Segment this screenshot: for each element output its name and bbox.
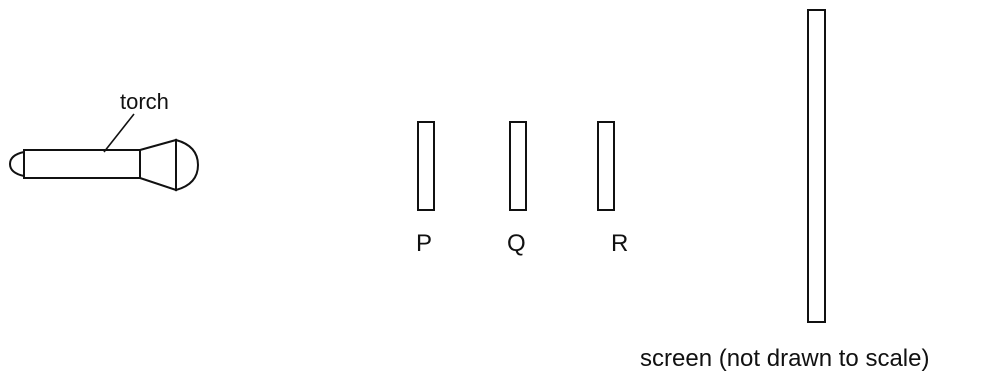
screen [807, 9, 826, 323]
card-r-label: R [611, 230, 628, 257]
torch [8, 113, 200, 192]
screen-label: screen (not drawn to scale) [640, 345, 929, 372]
card-r [597, 121, 615, 211]
torch-rear-cap [8, 150, 25, 178]
torch-head [139, 138, 177, 192]
torch-label-leader [103, 113, 135, 153]
card-p-label: P [416, 230, 432, 257]
torch-lens [175, 138, 200, 192]
card-p [417, 121, 435, 211]
torch-barrel [23, 149, 141, 179]
card-q [509, 121, 527, 211]
card-q-label: Q [507, 230, 526, 257]
torch-label: torch [120, 89, 169, 114]
